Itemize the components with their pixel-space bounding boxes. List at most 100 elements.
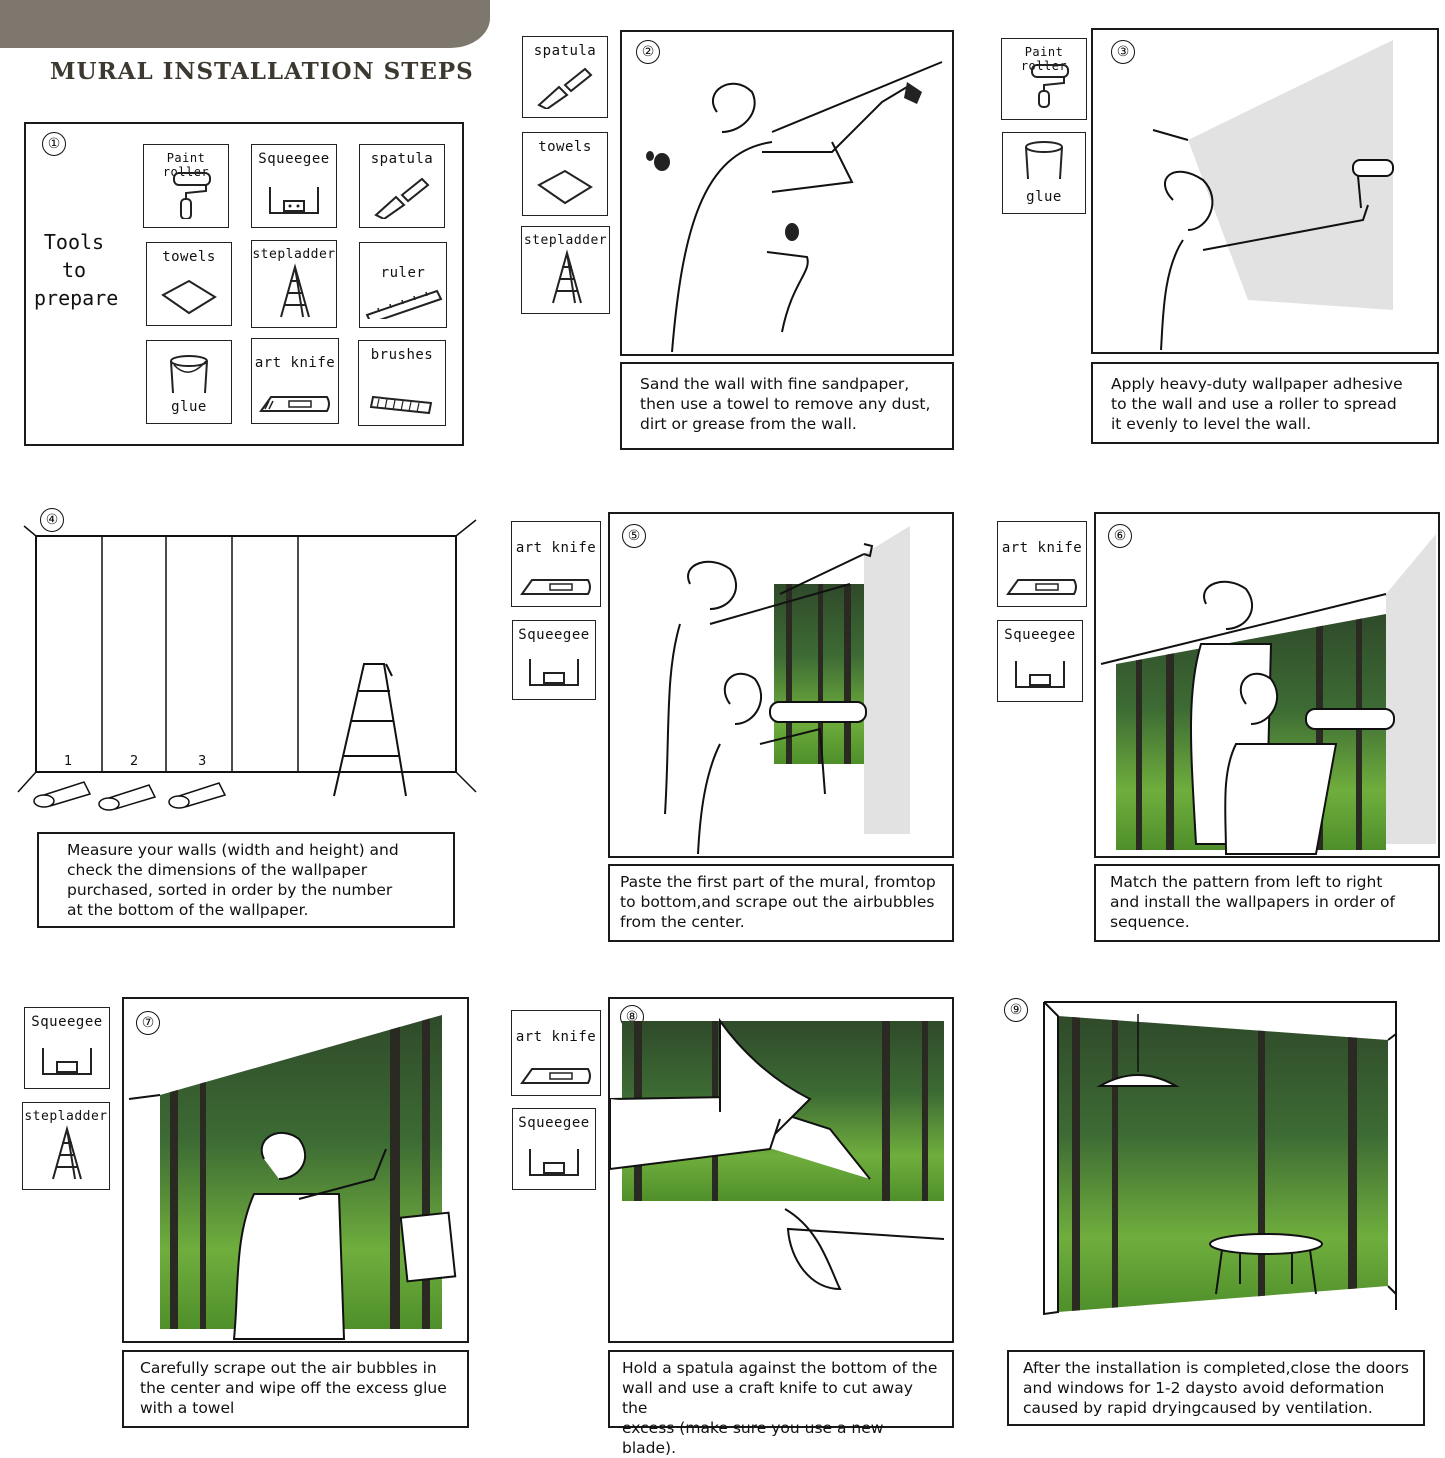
squeegee-icon (269, 187, 319, 214)
matching-pattern-illustration (1100, 534, 1436, 855)
caption-line: Sand the wall with fine sandpaper, (640, 375, 910, 393)
step2-tool-towels: towels (522, 132, 608, 216)
step6-number: ⑥ (1108, 524, 1132, 548)
caption-line: After the installation is completed,clos… (1023, 1359, 1409, 1377)
step7-illustration: ⑦ (122, 997, 469, 1343)
caption-line: it evenly to level the wall. (1111, 415, 1312, 433)
scraping-bubbles-illustration (128, 1094, 457, 1340)
wall-measurement-illustration (17, 519, 477, 811)
art-knife-icon (520, 1068, 591, 1084)
step6-tool-squeegee: Squeegee (997, 620, 1083, 702)
tool-label: brushes (370, 347, 434, 363)
caption-line: then use a towel to remove any dust, (640, 395, 931, 413)
step9-illustration: ⑨ (1000, 994, 1440, 1340)
step2-number: ② (636, 40, 660, 64)
pasting-mural-illustration (664, 526, 910, 855)
step2-tool-spatula: spatula (522, 36, 608, 118)
tool-label: Squeegee (1004, 627, 1076, 643)
step8-caption: Hold a spatula against the bottom of the… (608, 1350, 954, 1457)
step5-number: ⑤ (622, 524, 646, 548)
caption-line: excess (make sure you use a new blade). (622, 1419, 884, 1457)
step3-tool-paint-roller: Paint roller (1001, 38, 1087, 120)
tool-label: art knife (515, 1029, 597, 1045)
step4-caption: Measure your walls (width and height) an… (37, 832, 455, 928)
paint-roller-icon (1031, 64, 1069, 108)
step4-number: ④ (40, 508, 64, 532)
tool-label: ruler (380, 265, 426, 281)
step3-caption: Apply heavy-duty wallpaper adhesive to t… (1091, 362, 1439, 444)
header-band (0, 0, 490, 48)
squeegee-icon (529, 659, 579, 686)
step7-tool-squeegee: Squeegee (24, 1007, 110, 1089)
tool-towels: towels (146, 242, 232, 326)
step1-number: ① (42, 132, 66, 156)
tool-brushes: brushes (358, 340, 446, 426)
squeegee-icon (1015, 661, 1065, 688)
step3-tool-glue: glue (1002, 132, 1086, 214)
tool-label: stepladder (24, 1109, 108, 1124)
caption-line: sequence. (1110, 913, 1190, 931)
spatula-icon (374, 177, 430, 219)
forest-mural-strip (774, 584, 864, 764)
step3-illustration: ③ (1091, 28, 1439, 354)
tool-label: glue (1026, 189, 1062, 205)
brush-icon (369, 395, 433, 415)
caption-line: to the wall and use a roller to spread (1111, 395, 1397, 413)
caption-line: dirt or grease from the wall. (640, 415, 857, 433)
step2-illustration: ② (620, 30, 954, 356)
roll-number-3: 3 (198, 754, 207, 769)
step9-caption: After the installation is completed,clos… (1007, 1350, 1425, 1426)
art-knife-icon (1006, 579, 1077, 595)
caption-line: check the dimensions of the wallpaper (67, 861, 368, 879)
finished-room-illustration (1043, 1001, 1397, 1316)
paint-roller-icon (173, 172, 211, 219)
glue-bucket-icon (170, 355, 208, 394)
tool-label: art knife (1001, 540, 1083, 556)
tool-stepladder: stepladder (251, 240, 337, 328)
tools-heading-line3: prepare (34, 286, 119, 310)
step8-tool-art-knife: art knife (511, 1010, 601, 1096)
step5-illustration: ⑤ (608, 512, 954, 858)
art-knife-icon (259, 396, 330, 412)
step2-tool-stepladder: stepladder (521, 226, 610, 314)
caption-line: caused by rapid dryingcaused by ventilat… (1023, 1399, 1373, 1417)
roll-number-1: 1 (64, 754, 73, 769)
stepladder-icon (280, 263, 310, 318)
caption-line: and windows for 1-2 daysto avoid deforma… (1023, 1379, 1385, 1397)
towel-icon (161, 279, 217, 315)
caption-line: wall and use a craft knife to cut away t… (622, 1379, 913, 1417)
tool-label: towels (538, 139, 592, 155)
tool-label: Squeegee (518, 1115, 590, 1131)
step8-tool-squeegee: Squeegee (512, 1108, 596, 1190)
stepladder-icon (52, 1125, 82, 1180)
step5-caption: Paste the first part of the mural, fromt… (608, 864, 954, 942)
tool-spatula: spatula (359, 144, 445, 228)
art-knife-icon (520, 579, 591, 595)
caption-line: Measure your walls (width and height) an… (67, 841, 399, 859)
tool-art-knife: art knife (251, 338, 339, 424)
step3-number: ③ (1111, 40, 1135, 64)
glue-bucket-icon (1025, 141, 1063, 180)
applying-glue-illustration (1152, 40, 1394, 351)
caption-line: the center and wipe off the excess glue (140, 1379, 447, 1397)
tool-ruler: ruler (359, 242, 447, 328)
tool-paint-roller: Paint roller (143, 144, 229, 228)
sanding-wall-illustration (646, 61, 943, 353)
caption-line: Match the pattern from left to right (1110, 873, 1383, 891)
caption-line: from the center. (620, 913, 745, 931)
step7-number: ⑦ (136, 1011, 160, 1035)
tool-glue: glue (146, 340, 232, 424)
caption-line: to bottom,and scrape out the airbubbles (620, 893, 935, 911)
step8-illustration: ⑧ (608, 997, 954, 1343)
tool-squeegee: Squeegee (251, 144, 337, 228)
step6-caption: Match the pattern from left to right and… (1094, 864, 1440, 942)
tool-label: spatula (533, 43, 597, 59)
tool-label: Squeegee (31, 1014, 103, 1030)
page-title: MURAL INSTALLATION STEPS (50, 58, 474, 85)
tools-heading-line1: Tools (43, 230, 105, 254)
step5-tool-squeegee: Squeegee (512, 620, 596, 700)
step9-number: ⑨ (1004, 998, 1028, 1022)
caption-line: and install the wallpapers in order of (1110, 893, 1395, 911)
tool-label: art knife (254, 355, 336, 371)
tools-heading-line2: to (61, 258, 87, 282)
